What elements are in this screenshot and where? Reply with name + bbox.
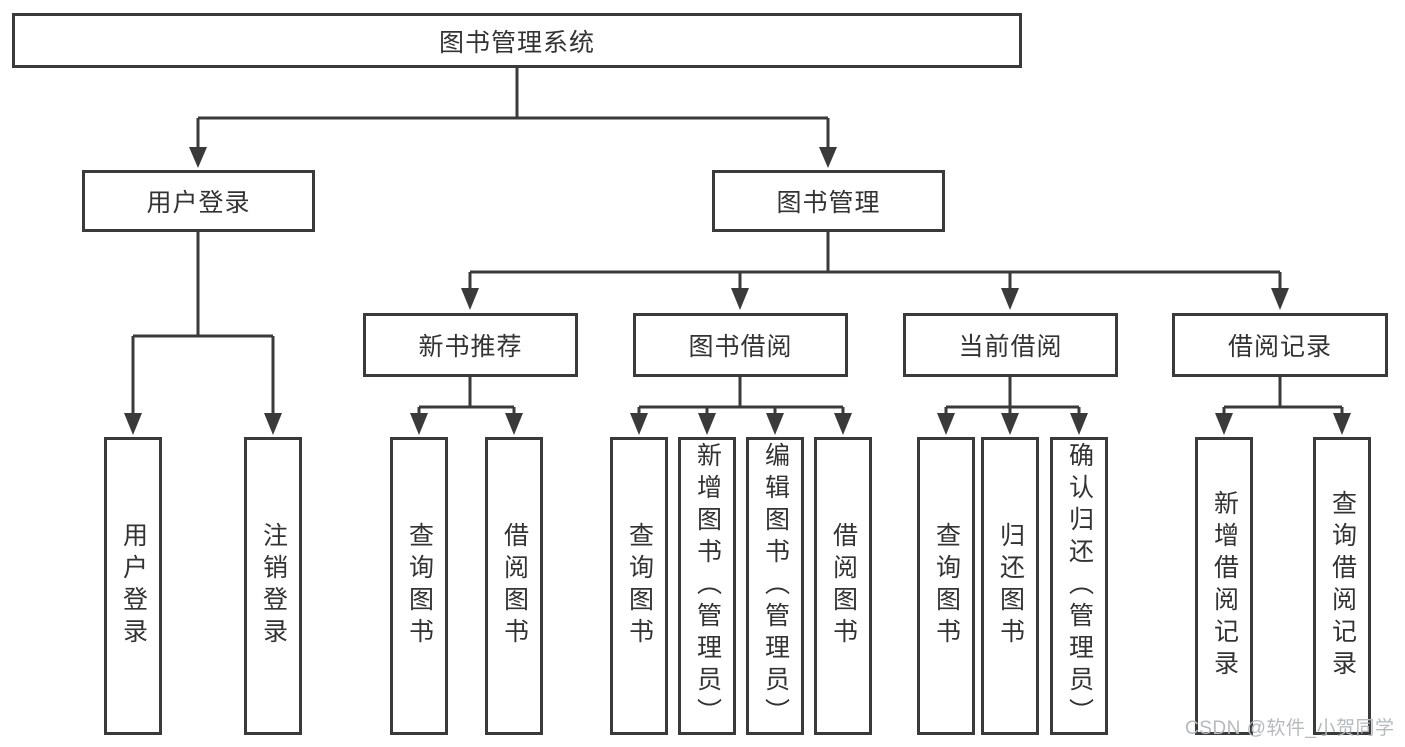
connector-book-borrowing-children: [630, 377, 852, 435]
node-label: 注销登录: [259, 522, 288, 650]
node-label: 当前借阅: [958, 333, 1063, 361]
arrowhead: [1333, 413, 1351, 435]
arrowhead: [766, 413, 784, 435]
arrowhead: [819, 147, 837, 168]
leaf-bb-borrow-books: 借阅图书: [814, 437, 872, 735]
arrowhead: [731, 288, 749, 310]
arrowhead: [505, 413, 523, 435]
node-book-borrowing: 图书借阅: [633, 313, 848, 377]
leaf-cur-return-books: 归还图书: [981, 437, 1039, 735]
node-borrowing-records: 借阅记录: [1172, 313, 1388, 377]
node-label: 图书借阅: [688, 333, 793, 361]
node-label: 查询图书: [625, 522, 654, 650]
node-label: 查询图书: [405, 522, 434, 650]
leaf-bb-edit-books-admin: 编辑图书（管理员）: [746, 437, 804, 735]
arrowhead: [124, 413, 142, 435]
node-label: 新增图书（管理员）: [693, 442, 722, 730]
connector-root-to-level2: [189, 68, 837, 168]
node-book-management: 图书管理: [712, 170, 945, 232]
arrowhead: [1215, 413, 1233, 435]
node-label: 确认归还（管理员）: [1065, 442, 1094, 730]
node-label: 查询借阅记录: [1328, 490, 1357, 682]
connector-current-borrowing-children: [937, 377, 1088, 435]
node-library-management-system: 图书管理系统: [12, 13, 1022, 68]
node-label: 图书管理: [776, 189, 881, 217]
arrowhead: [630, 413, 648, 435]
leaf-cur-confirm-return-admin: 确认归还（管理员）: [1050, 437, 1108, 735]
arrowhead: [264, 413, 282, 435]
node-label: 借阅图书: [829, 522, 858, 650]
arrowhead: [410, 413, 428, 435]
leaf-login: 用户登录: [104, 437, 162, 735]
arrowhead: [937, 413, 955, 435]
connector-new-book-rec-children: [410, 377, 523, 435]
leaf-rec-borrow-books: 借阅图书: [485, 437, 543, 735]
connector-book-management-children: [461, 232, 1289, 310]
node-label: 新书推荐: [418, 333, 523, 361]
node-label: 用户登录: [119, 522, 148, 650]
leaf-rec-query-books: 查询图书: [390, 437, 448, 735]
arrowhead: [1271, 288, 1289, 310]
node-new-book-recommendation: 新书推荐: [363, 313, 578, 377]
node-label: 新增借阅记录: [1210, 490, 1239, 682]
connector-user-login-children: [124, 232, 282, 435]
node-current-borrowing: 当前借阅: [903, 313, 1118, 377]
arrowhead: [1001, 413, 1019, 435]
arrowhead: [461, 288, 479, 310]
arrowhead: [189, 147, 207, 168]
leaf-bb-add-books-admin: 新增图书（管理员）: [678, 437, 736, 735]
node-label: 查询图书: [932, 522, 961, 650]
leaf-bb-query-books: 查询图书: [610, 437, 668, 735]
node-label: 用户登录: [146, 189, 251, 217]
node-label: 编辑图书（管理员）: [761, 442, 790, 730]
csdn-watermark: CSDN @软件_小贺同学: [1185, 718, 1395, 739]
connector-borrow-records-children: [1215, 377, 1351, 435]
arrowhead: [834, 413, 852, 435]
leaf-log-query-record: 查询借阅记录: [1313, 437, 1371, 735]
node-label: 借阅图书: [500, 522, 529, 650]
node-label: 借阅记录: [1227, 333, 1332, 361]
leaf-logout: 注销登录: [244, 437, 302, 735]
leaf-cur-query-books: 查询图书: [917, 437, 975, 735]
arrowhead: [1001, 288, 1019, 310]
node-label: 图书管理系统: [438, 28, 595, 57]
node-label: 归还图书: [996, 522, 1025, 650]
leaf-log-add-record: 新增借阅记录: [1195, 437, 1253, 735]
arrowhead: [698, 413, 716, 435]
node-user-login: 用户登录: [82, 170, 315, 232]
arrowhead: [1070, 413, 1088, 435]
